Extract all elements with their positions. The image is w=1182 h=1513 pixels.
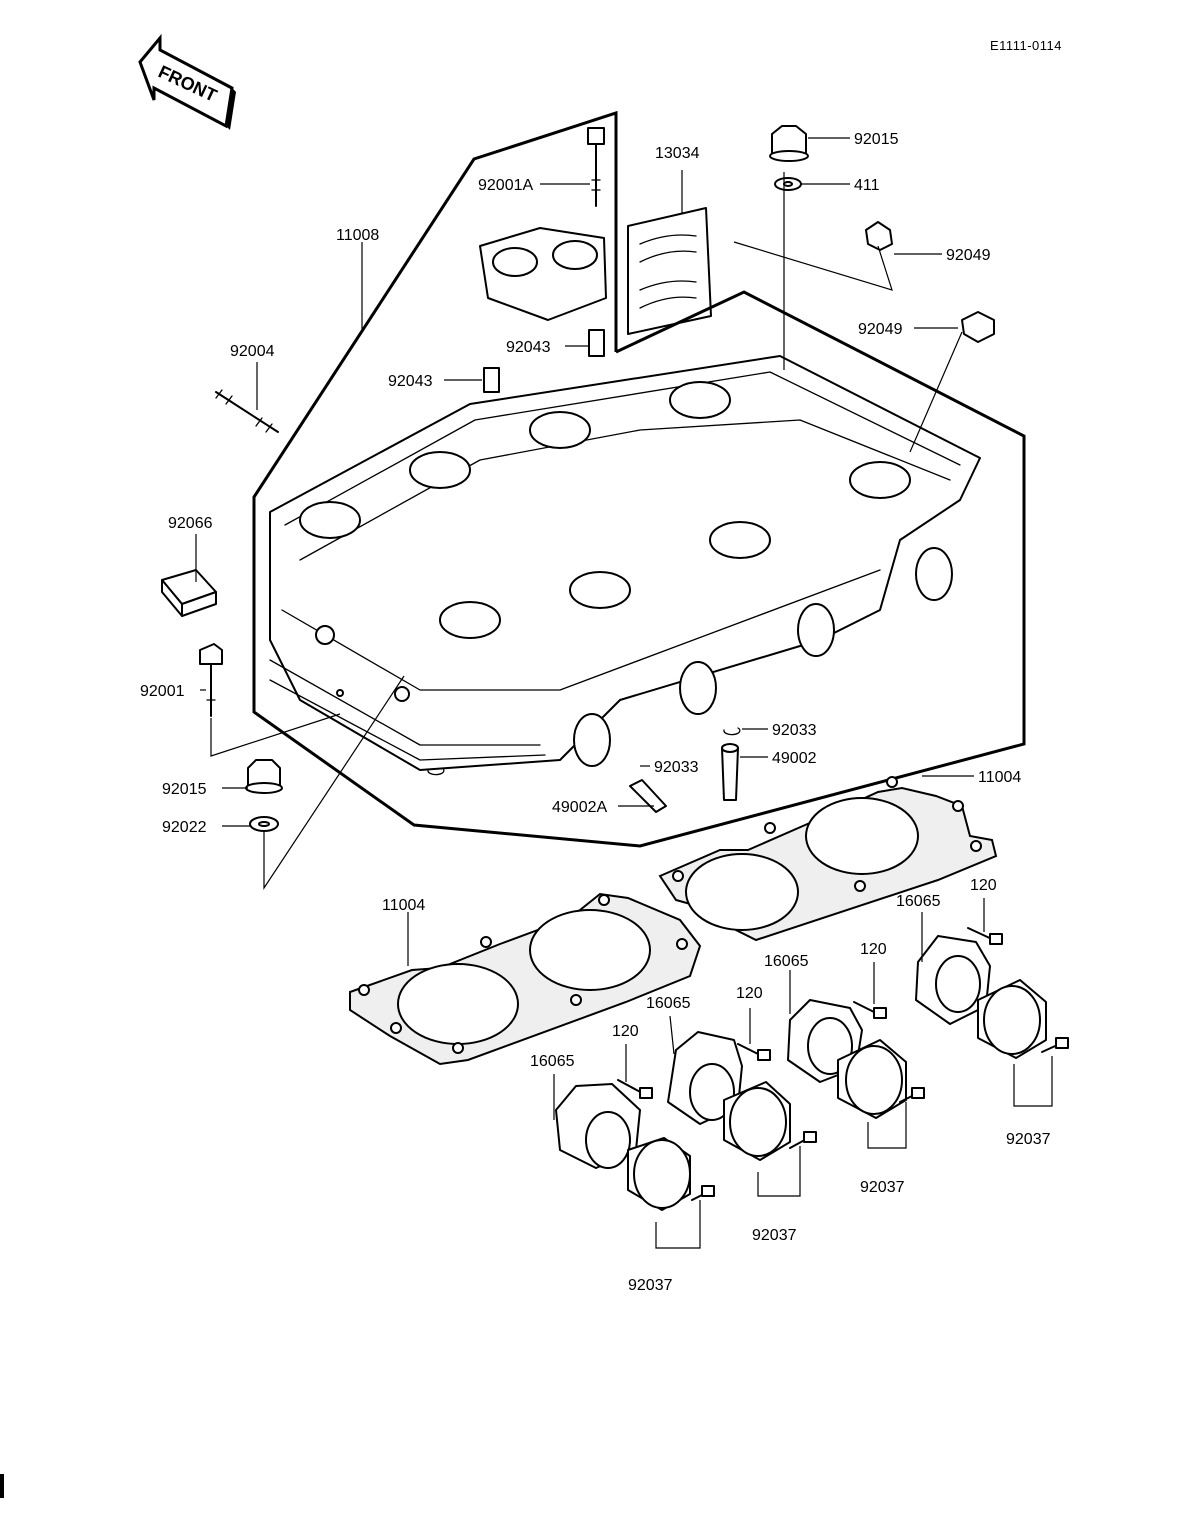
cap-nut-icon xyxy=(245,759,283,794)
label-120-1: 120 xyxy=(612,1023,639,1040)
label-92015-bottom: 92015 xyxy=(162,781,207,798)
label-92015-top: 92015 xyxy=(854,131,899,148)
valve-guide-icon xyxy=(721,743,739,801)
screw-icon xyxy=(853,1001,887,1019)
label-11004-left: 11004 xyxy=(382,897,425,914)
cap-nut-icon xyxy=(769,125,809,162)
label-120-3: 120 xyxy=(860,941,887,958)
label-92049-a: 92049 xyxy=(946,247,991,264)
leader-lines xyxy=(195,137,1053,1249)
bearing-box xyxy=(627,207,712,335)
label-92037-2: 92037 xyxy=(752,1227,797,1244)
label-92033-b: 92033 xyxy=(654,759,699,776)
part-labels: 92001A 13034 92015 411 92049 92049 11008… xyxy=(140,131,1051,1294)
label-92033-a: 92033 xyxy=(772,722,817,739)
front-arrow-icon: FRONT xyxy=(138,33,236,130)
screw-icon xyxy=(967,927,1003,945)
head-gasket-left xyxy=(349,892,702,1066)
label-92001A: 92001A xyxy=(478,177,533,194)
label-92037-3: 92037 xyxy=(860,1179,905,1196)
screw-icon xyxy=(737,1043,771,1061)
label-92066: 92066 xyxy=(168,515,213,532)
label-92022: 92022 xyxy=(162,819,207,836)
label-120-4: 120 xyxy=(970,877,997,894)
label-16065-1: 16065 xyxy=(530,1053,575,1070)
cap-92049-icon xyxy=(865,221,893,251)
screw-icon xyxy=(617,1079,653,1099)
valve-guide-icon xyxy=(629,779,667,813)
label-13034: 13034 xyxy=(655,145,700,162)
label-92037-4: 92037 xyxy=(1006,1131,1051,1148)
bolt-92001-icon xyxy=(199,643,223,717)
rubber-plug-icon xyxy=(161,569,217,617)
clip-icon xyxy=(427,767,445,776)
edge-mark xyxy=(0,1474,4,1498)
label-11008: 11008 xyxy=(336,227,379,244)
dowel-pin-icon xyxy=(588,329,605,357)
label-16065-4: 16065 xyxy=(896,893,941,910)
label-411: 411 xyxy=(854,177,880,194)
intake-holder-3 xyxy=(787,999,925,1119)
intake-holder-1 xyxy=(555,1083,715,1211)
intake-holder-4 xyxy=(915,935,1069,1059)
label-16065-2: 16065 xyxy=(646,995,691,1012)
label-49002: 49002 xyxy=(772,750,817,767)
intake-holder-2 xyxy=(667,1031,817,1161)
clip-icon xyxy=(723,727,741,736)
camshaft-cap xyxy=(479,227,607,321)
diagram-code: E1111-0114 xyxy=(990,38,1062,53)
label-92043-a: 92043 xyxy=(506,339,551,356)
cap-92049-icon xyxy=(961,311,995,343)
label-49002A: 49002A xyxy=(552,799,607,816)
bolt-92001a-icon xyxy=(587,127,605,207)
label-92043-b: 92043 xyxy=(388,373,433,390)
label-11004-right: 11004 xyxy=(978,769,1021,786)
label-16065-3: 16065 xyxy=(764,953,809,970)
cylinder-head xyxy=(269,355,981,771)
label-92004: 92004 xyxy=(230,343,275,360)
stud-92004-icon xyxy=(215,389,279,433)
label-92037-1: 92037 xyxy=(628,1277,673,1294)
cylinder-head-frame xyxy=(252,110,1026,848)
head-gasket-right xyxy=(658,776,998,942)
label-120-2: 120 xyxy=(736,985,763,1002)
dowel-pin-icon xyxy=(483,367,500,393)
label-92049-b: 92049 xyxy=(858,321,903,338)
label-92001: 92001 xyxy=(140,683,185,700)
